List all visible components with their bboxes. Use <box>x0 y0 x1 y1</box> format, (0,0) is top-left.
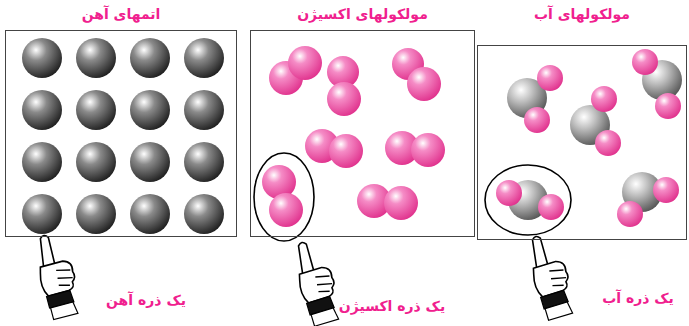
iron-atoms <box>22 38 224 234</box>
pointing-hand <box>33 231 576 326</box>
particle-caption: یک ذره آب <box>600 290 676 306</box>
panel-heading: مولکولهای اکسیژن <box>297 6 428 22</box>
oxygen-molecules <box>254 46 445 241</box>
panel-heading: اتمهای آهن <box>82 6 161 22</box>
particle-caption: یک ذره اکسیژن <box>337 298 447 314</box>
particle-caption: یک ذره آهن <box>104 292 188 308</box>
water-molecules <box>485 49 682 235</box>
particle-panel: مولکولهای آب <box>477 45 687 240</box>
particle-panel: مولکولهای اکسیژن <box>250 30 475 237</box>
panel-heading: مولکولهای آب <box>534 6 630 22</box>
particle-panel: اتمهای آهن <box>5 30 237 237</box>
